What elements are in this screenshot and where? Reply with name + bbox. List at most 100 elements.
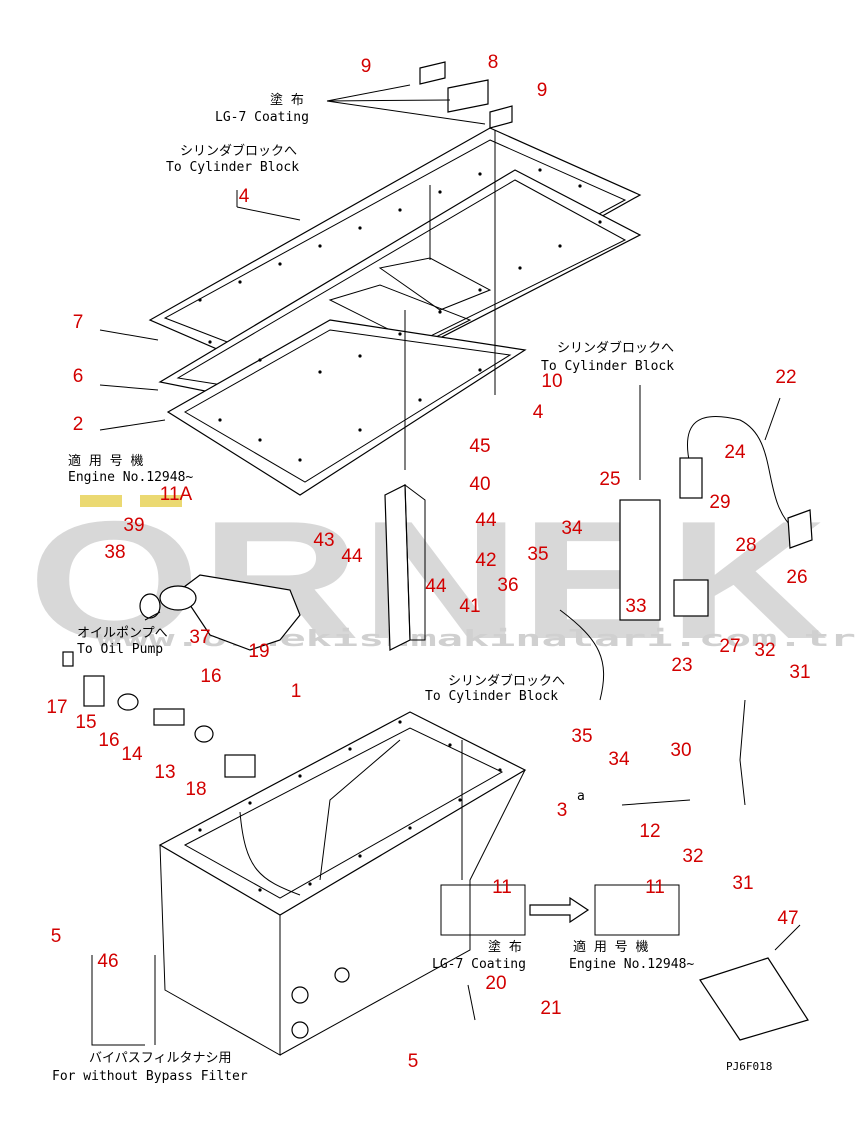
callout-6: 6: [73, 366, 84, 387]
note-box-engine-jp: 適 用 号 機: [573, 939, 648, 955]
leader-lines: [99, 84, 781, 1021]
callout-16: 16: [98, 730, 119, 751]
callout-44: 44: [475, 510, 497, 531]
part-9-left: [419, 61, 446, 85]
note-box-coating-en: LG-7 Coating: [432, 957, 526, 972]
callout-4: 4: [239, 186, 250, 207]
callout-42: 42: [475, 550, 496, 571]
callout-5: 5: [51, 926, 62, 947]
callout-31: 31: [789, 662, 810, 683]
callout-2: 2: [73, 414, 84, 435]
callout-5: 5: [408, 1051, 419, 1072]
bracket-25: [619, 499, 661, 621]
callout-10: 10: [541, 371, 562, 392]
callout-28: 28: [735, 535, 756, 556]
callout-44: 44: [425, 576, 447, 597]
note-coating-jp: 塗 布: [270, 92, 304, 108]
part-15: [83, 675, 105, 707]
flange-38: [159, 585, 197, 611]
callout-9: 9: [537, 80, 548, 101]
callout-37: 37: [189, 627, 210, 648]
callout-21: 21: [540, 998, 561, 1019]
note-cyl-right-en: To Cylinder Block: [541, 359, 674, 374]
callout-15: 15: [75, 712, 96, 733]
callout-1: 1: [291, 681, 302, 702]
callout-22: 22: [775, 367, 796, 388]
part-8: [447, 79, 489, 113]
callout-16: 16: [200, 666, 221, 687]
suction-pipe-37: [139, 574, 301, 651]
note-oil-pump-en: To Oil Pump: [77, 642, 163, 657]
bypass-filter-bracket: [91, 955, 156, 1046]
callout-13: 13: [154, 762, 175, 783]
callout-9: 9: [361, 56, 372, 77]
part-47: [699, 924, 809, 1041]
bracket-40: [384, 483, 426, 651]
callout-20: 20: [485, 973, 506, 994]
note-engine-left-en: Engine No.12948~: [68, 470, 193, 485]
callout-44: 44: [341, 546, 363, 567]
callout-32: 32: [682, 846, 703, 867]
drawing-code: PJ6F018: [726, 1060, 772, 1073]
note-bypass-jp: バイパスフィルタナシ用: [89, 1051, 231, 1066]
part-13: [224, 754, 256, 778]
note-cyl-right-jp: シリンダブロックへ: [557, 340, 674, 356]
callout-12: 12: [639, 821, 660, 842]
gasket-2: [166, 319, 527, 496]
part-14: [153, 708, 185, 726]
coating-blocks: [419, 61, 513, 129]
callout-4: 4: [533, 402, 544, 423]
callout-38: 38: [104, 542, 125, 563]
callout-35: 35: [571, 726, 592, 747]
callout-30: 30: [670, 740, 691, 761]
callout-7: 7: [73, 312, 84, 333]
callout-25: 25: [599, 469, 620, 490]
callout-40: 40: [469, 474, 490, 495]
box-after: [594, 884, 680, 936]
note-cyl-top-en: To Cylinder Block: [166, 160, 299, 175]
watermark-accent-2: [140, 495, 182, 507]
callout-47: 47: [777, 908, 798, 929]
connector-22: [787, 509, 813, 549]
part-24: [679, 457, 703, 499]
engine-detail-boxes: [440, 884, 680, 936]
callout-11: 11: [492, 877, 512, 898]
note-oil-pump-jp: オイルポンプへ: [77, 626, 168, 641]
detail-a-label: a: [577, 789, 585, 804]
note-cyl-mid-en: To Cylinder Block: [425, 689, 558, 704]
note-coating-en: LG-7 Coating: [215, 110, 309, 125]
callout-23: 23: [671, 655, 692, 676]
note-bypass-en: For without Bypass Filter: [52, 1069, 248, 1084]
callout-24: 24: [724, 442, 746, 463]
callout-33: 33: [625, 596, 646, 617]
callout-11: 11: [645, 877, 665, 898]
callout-26: 26: [786, 567, 807, 588]
watermark-accent-1: [80, 495, 122, 507]
callout-29: 29: [709, 492, 730, 513]
callout-19: 19: [248, 641, 269, 662]
note-box-engine-en: Engine No.12948~: [569, 957, 694, 972]
callout-3: 3: [557, 800, 568, 821]
note-cyl-mid-jp: シリンダブロックへ: [448, 673, 565, 689]
callout-39: 39: [123, 515, 144, 536]
sensor-lines: [559, 416, 813, 806]
note-engine-left-jp: 適 用 号 機: [68, 453, 143, 469]
callout-32: 32: [754, 640, 775, 661]
callout-36: 36: [497, 575, 518, 596]
callout-14: 14: [121, 744, 143, 765]
o-ring-38: [139, 593, 161, 619]
strainer-parts: [62, 651, 256, 778]
callout-8: 8: [488, 52, 499, 73]
note-box-coating-jp: 塗 布: [488, 939, 522, 955]
callout-34: 34: [561, 518, 583, 539]
callout-45: 45: [469, 436, 490, 457]
part-9-right: [489, 105, 513, 129]
note-cyl-top-jp: シリンダブロックへ: [180, 143, 297, 159]
callout-43: 43: [313, 530, 334, 551]
box-before: [440, 884, 526, 936]
oil-pan-1: [158, 711, 527, 1056]
bolt-17: [62, 651, 74, 667]
callout-17: 17: [46, 697, 67, 718]
